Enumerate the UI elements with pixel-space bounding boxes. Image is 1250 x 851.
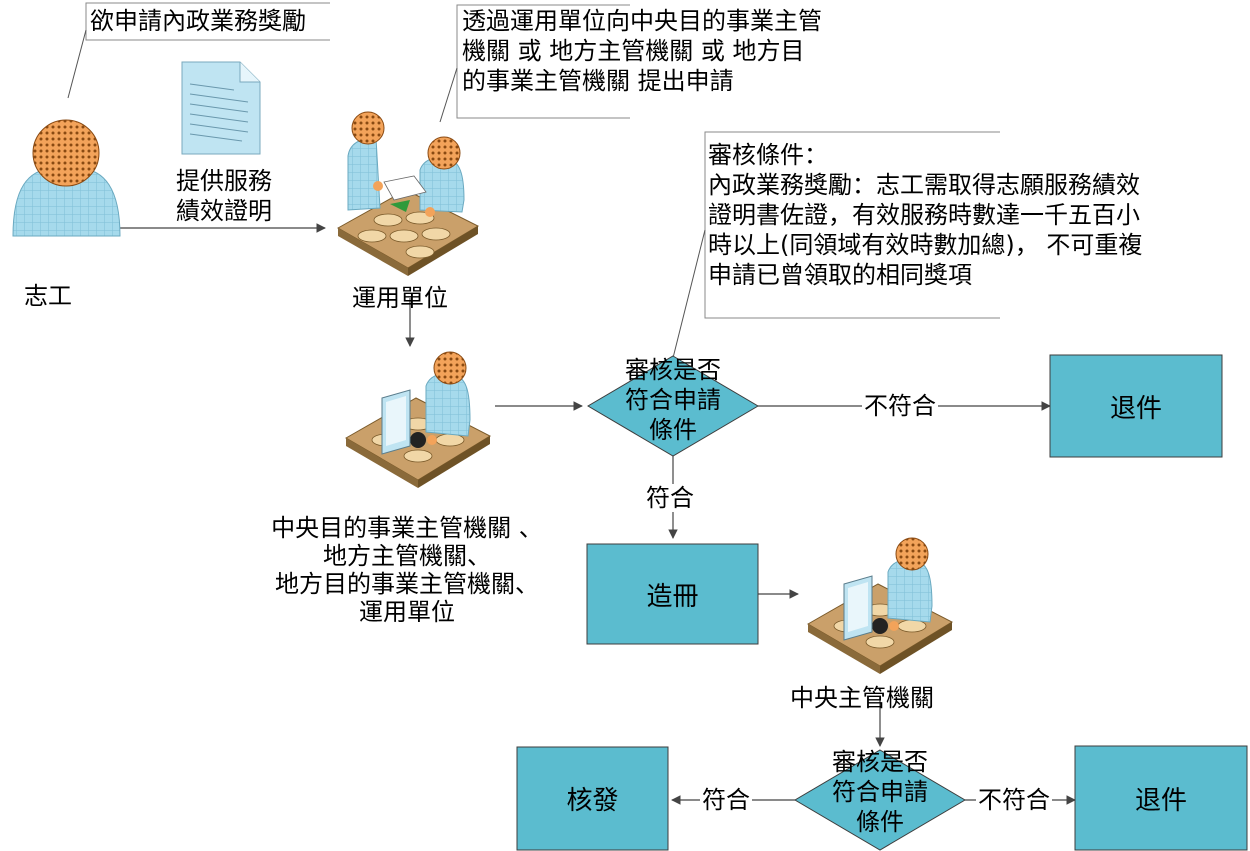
label-line: 中央目的事業主管機關 、 bbox=[271, 514, 543, 542]
callout-line: 時以上(同領域有效時數加總)， 不可重複 bbox=[708, 231, 1143, 259]
return-box-1-label: 退件 bbox=[1109, 393, 1162, 424]
callout-line: 的事業主管機關 提出申請 bbox=[462, 67, 734, 95]
person-icon bbox=[12, 119, 121, 237]
issue-box bbox=[516, 746, 669, 851]
computer-worker-icon bbox=[807, 537, 954, 674]
label-line: 運用單位 bbox=[359, 598, 455, 626]
edge-label-not-meet-2: 不符合 bbox=[976, 786, 1052, 814]
review-diamond-2 bbox=[794, 749, 966, 851]
label-line: 地方目的事業主管機關、 bbox=[275, 570, 539, 598]
callout-line: 申請已曾領取的相同獎項 bbox=[708, 261, 972, 289]
callout-line: 證明書佐證，有效服務時數達一千五百小 bbox=[708, 201, 1140, 229]
meeting-icon bbox=[336, 111, 480, 276]
callout-line: 內政業務獎勵：志工需取得志願服務績效 bbox=[708, 171, 1140, 199]
callout-review-conditions-text: 審核條件： 內政業務獎勵：志工需取得志願服務績效 證明書佐證，有效服務時數達一千… bbox=[708, 140, 1142, 290]
callout-apply-wish bbox=[67, 2, 330, 99]
label-line: 提供服務 bbox=[176, 167, 272, 195]
callout-line: 審核條件： bbox=[708, 141, 828, 169]
computer-worker-icon bbox=[345, 351, 492, 488]
issue-box-label: 核發 bbox=[566, 786, 619, 816]
volunteer-label: 志工 bbox=[24, 282, 72, 310]
diamond-line: 審核是否 bbox=[832, 748, 928, 776]
diamond-line: 符合申請 bbox=[625, 386, 721, 414]
review-diamond-1 bbox=[587, 355, 759, 457]
callout-submit-via-text: 透過運用單位向中央目的事業主管 機關 或 地方主管機關 或 地方目 的事業主管機… bbox=[462, 6, 822, 96]
edge-label-not-meet-1: 不符合 bbox=[862, 392, 938, 420]
diamond-line: 符合申請 bbox=[832, 778, 928, 806]
callout-review-conditions bbox=[671, 131, 1000, 363]
label-line: 績效證明 bbox=[176, 197, 272, 225]
provide-proof-label: 提供服務 績效證明 bbox=[176, 166, 272, 226]
diamond-line: 審核是否 bbox=[625, 356, 721, 384]
diamond-line: 條件 bbox=[649, 416, 697, 444]
callout-line: 透過運用單位向中央目的事業主管 bbox=[462, 7, 822, 35]
callout-line: 機關 或 地方主管機關 或 地方目 bbox=[462, 37, 805, 65]
edge-label-meet-2: 符合 bbox=[700, 786, 752, 814]
label-line: 地方主管機關、 bbox=[323, 542, 491, 570]
register-box bbox=[586, 543, 759, 645]
unit-label: 運用單位 bbox=[352, 284, 448, 312]
edge-label-meet-1: 符合 bbox=[644, 484, 696, 512]
review-diamond-1-text: 審核是否 符合申請 條件 bbox=[603, 355, 743, 445]
document-icon bbox=[181, 61, 261, 155]
return-box-2-label: 退件 bbox=[1134, 785, 1187, 816]
authorities-label: 中央目的事業主管機關 、 地方主管機關、 地方目的事業主管機關、 運用單位 bbox=[242, 514, 572, 626]
central-authority-label: 中央主管機關 bbox=[790, 684, 934, 712]
review-diamond-2-text: 審核是否 符合申請 條件 bbox=[810, 747, 950, 837]
return-box-2 bbox=[1074, 745, 1248, 851]
register-box-label: 造冊 bbox=[646, 581, 699, 612]
diamond-line: 條件 bbox=[856, 808, 904, 836]
return-box-1 bbox=[1049, 354, 1223, 458]
callout-submit-via bbox=[439, 4, 630, 123]
callout-apply-wish-text: 欲申請內政業務獎勵 bbox=[90, 7, 306, 35]
